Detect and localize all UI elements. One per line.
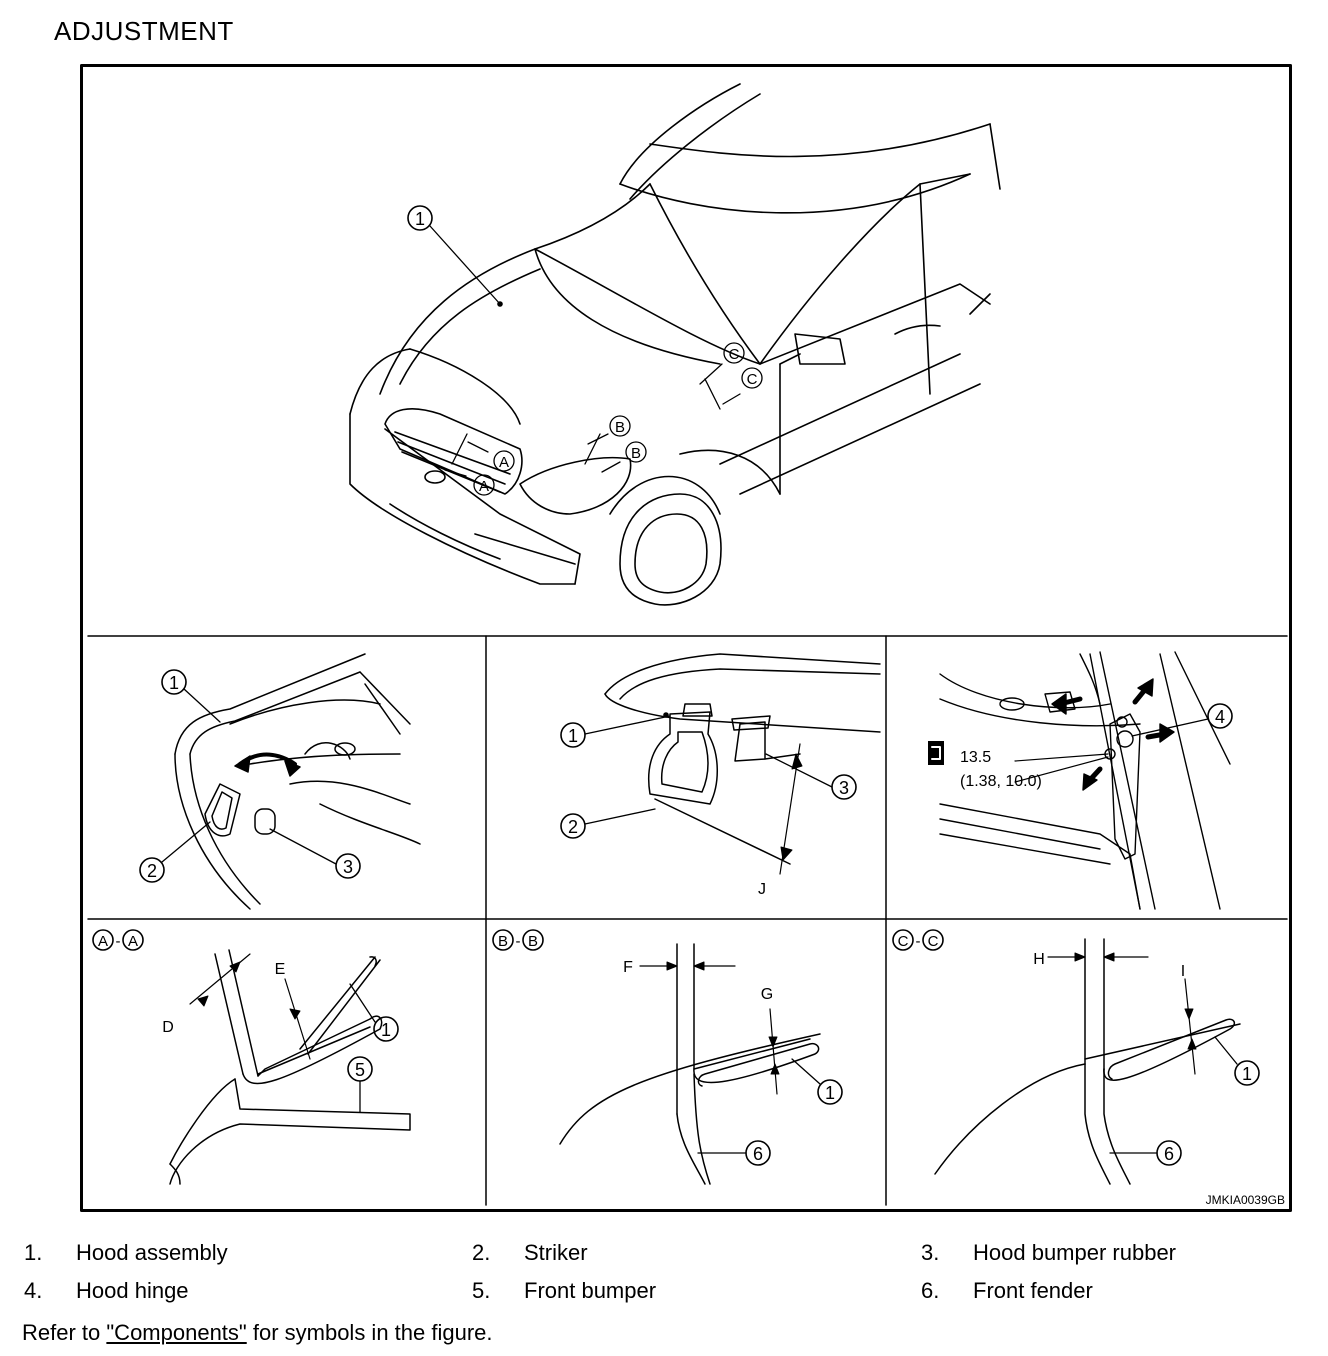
svg-text:1: 1 xyxy=(169,673,179,693)
section-cc-title: C - C xyxy=(892,929,944,951)
legend-number: 4. xyxy=(24,1278,43,1303)
svg-text:2: 2 xyxy=(147,861,157,881)
callout-3-striker: 3 xyxy=(765,753,857,800)
figure-code: JMKIA0039GB xyxy=(1206,1193,1285,1207)
reference-note: Refer to "Components" for symbols in the… xyxy=(22,1320,493,1346)
legend-number: 2. xyxy=(472,1240,491,1265)
section-bb-title: B - B xyxy=(492,929,544,951)
legend-label: Hood bumper rubber xyxy=(973,1240,1177,1265)
legend-number: 6. xyxy=(921,1278,940,1303)
legend-label: Front fender xyxy=(973,1278,1093,1303)
svg-text:A: A xyxy=(499,454,509,471)
legend-label: Front bumper xyxy=(524,1278,657,1303)
dim-d-label: D xyxy=(162,1019,174,1036)
svg-text:A: A xyxy=(128,933,138,950)
section-bb-drawing xyxy=(559,943,821,1185)
legend-label: Striker xyxy=(524,1240,588,1265)
svg-text:B: B xyxy=(631,445,641,462)
svg-text:A: A xyxy=(479,478,489,495)
svg-text:C: C xyxy=(898,933,909,950)
svg-text:3: 3 xyxy=(343,857,353,877)
svg-text:-: - xyxy=(516,933,521,950)
note-suffix: for symbols in the figure. xyxy=(246,1320,493,1345)
hood-adjustment-figure: 1 A A B B C C xyxy=(80,64,1292,1212)
section-marker-a: A A xyxy=(444,433,515,496)
svg-text:C: C xyxy=(729,346,740,363)
callout-1-striker: 1 xyxy=(560,712,671,748)
figure-frame xyxy=(80,64,1292,1212)
car-overview-drawing xyxy=(349,83,1001,606)
hood-latch-drawing xyxy=(174,653,421,910)
svg-text:6: 6 xyxy=(753,1144,763,1164)
hood-hinge-drawing xyxy=(939,651,1231,910)
svg-text:1: 1 xyxy=(381,1020,391,1040)
svg-text:1: 1 xyxy=(825,1083,835,1103)
legend-number: 1. xyxy=(24,1240,43,1265)
svg-text:B: B xyxy=(615,419,625,436)
section-marker-c: C C xyxy=(699,342,763,410)
callout-6-bb: 6 xyxy=(697,1140,771,1166)
svg-text:B: B xyxy=(498,933,508,950)
svg-text:A: A xyxy=(98,933,108,950)
callout-3-latch: 3 xyxy=(269,828,361,879)
svg-text:1: 1 xyxy=(568,726,578,746)
callout-5-aa: 5 xyxy=(347,1056,373,1113)
striker-detail-drawing xyxy=(604,653,881,875)
svg-text:-: - xyxy=(916,933,921,950)
callout-1-main: 1 xyxy=(407,205,503,307)
callout-1-aa: 1 xyxy=(349,983,399,1042)
svg-text:3: 3 xyxy=(839,778,849,798)
parts-legend: 1. Hood assembly 2. Striker 3. Hood bump… xyxy=(0,1240,1328,1316)
callout-2-striker: 2 xyxy=(560,808,656,839)
dim-h-label: H xyxy=(1033,951,1045,968)
legend-label: Hood assembly xyxy=(76,1240,228,1265)
callout-1-bb: 1 xyxy=(791,1058,843,1105)
dim-f-label: F xyxy=(623,959,633,976)
legend-row: 4. Hood hinge 5. Front bumper 6. Front f… xyxy=(0,1278,1328,1316)
dim-j-label: J xyxy=(758,881,766,898)
callout-6-cc: 6 xyxy=(1109,1140,1182,1166)
legend-row: 1. Hood assembly 2. Striker 3. Hood bump… xyxy=(0,1240,1328,1278)
dim-i-label: I xyxy=(1181,963,1185,980)
section-cc-drawing xyxy=(934,938,1241,1185)
dim-e-label: E xyxy=(275,961,286,978)
legend-label: Hood hinge xyxy=(76,1278,189,1303)
svg-text:2: 2 xyxy=(568,817,578,837)
svg-text:B: B xyxy=(528,933,538,950)
section-aa-title: A - A xyxy=(92,929,144,951)
components-link[interactable]: "Components" xyxy=(106,1320,247,1345)
torque-alt-units: (1.38, 10.0) xyxy=(960,773,1042,790)
svg-text:C: C xyxy=(747,371,758,388)
legend-number: 5. xyxy=(472,1278,491,1303)
callout-1-cc: 1 xyxy=(1214,1036,1260,1086)
dim-g-label: G xyxy=(761,986,773,1003)
page-title: ADJUSTMENT xyxy=(54,16,234,46)
svg-text:6: 6 xyxy=(1164,1144,1174,1164)
svg-text:5: 5 xyxy=(355,1060,365,1080)
note-prefix: Refer to xyxy=(22,1320,107,1345)
torque-value: 13.5 xyxy=(960,749,991,766)
section-aa-drawing xyxy=(169,949,411,1185)
svg-text:1: 1 xyxy=(415,209,425,229)
svg-text:-: - xyxy=(116,933,121,950)
legend-number: 3. xyxy=(921,1240,940,1265)
callout-4-hinge: 4 xyxy=(1131,703,1233,737)
svg-text:C: C xyxy=(928,933,939,950)
callout-2-latch: 2 xyxy=(139,821,211,883)
callout-1-latch: 1 xyxy=(161,669,221,723)
torque-wrench-icon xyxy=(928,741,944,765)
svg-text:4: 4 xyxy=(1215,707,1225,727)
section-marker-b: B B xyxy=(584,415,647,473)
svg-text:1: 1 xyxy=(1242,1064,1252,1084)
